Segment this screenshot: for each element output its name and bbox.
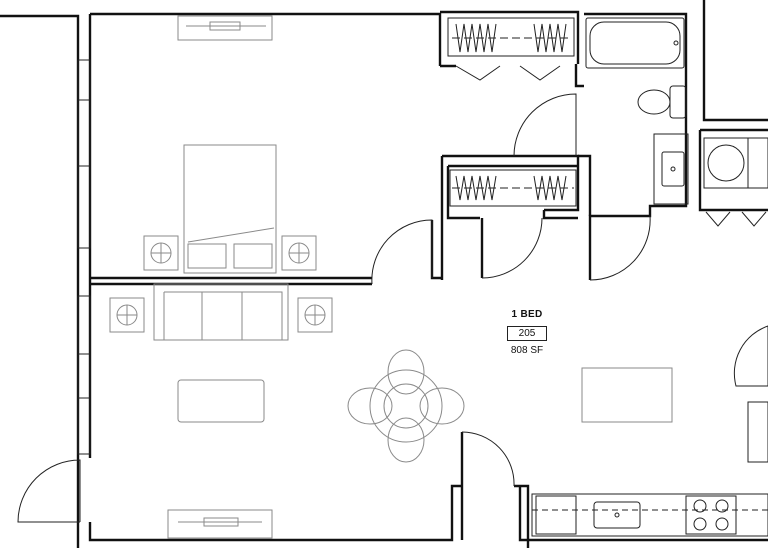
closet1-shelf (447, 17, 575, 57)
laundry (703, 137, 768, 189)
kitchen-back-wall (518, 486, 768, 542)
closets (447, 17, 577, 207)
hall-closet-door[interactable] (481, 217, 543, 279)
unit-left-wall-lower (88, 484, 462, 542)
burner-1 (693, 499, 707, 513)
window-2 (77, 99, 91, 167)
closet2-hangers (455, 175, 567, 201)
closet1-hangers (455, 23, 567, 53)
bathtub (585, 17, 685, 69)
window-1 (77, 59, 91, 101)
side-lamp-right-cross (305, 305, 325, 325)
dishwasher (535, 495, 577, 535)
sink-drain (670, 166, 676, 172)
lamp-right-cross (289, 243, 309, 263)
chair-top (387, 349, 425, 395)
living-furniture (109, 283, 333, 539)
window-3 (77, 165, 91, 249)
pillow-right (233, 243, 273, 269)
closet2-shelf (449, 169, 577, 207)
dryer (747, 137, 768, 189)
unit-type: 1 BED (511, 309, 543, 320)
side-table-right (297, 297, 333, 333)
side-lamp-left-cross (117, 305, 137, 325)
unit-label: 1 BED 205 808 SF (487, 309, 567, 356)
pillow-left (187, 243, 227, 269)
toilet-bowl (637, 89, 671, 115)
bath-inner-wall (578, 154, 592, 216)
side-table-left (109, 297, 145, 333)
bedroom-right-wall (430, 220, 442, 280)
chair-right (419, 387, 465, 425)
vestibule-door[interactable] (461, 431, 515, 487)
bedroom-door[interactable] (371, 219, 433, 285)
right-room-door[interactable] (705, 211, 767, 227)
sink (661, 151, 685, 187)
coffee-table (177, 379, 265, 423)
bathroom (585, 17, 689, 205)
living-tv (167, 509, 273, 539)
bedroom-furniture (143, 15, 317, 274)
range (685, 495, 737, 535)
kitchen-counter (531, 493, 768, 537)
closet1-door-left[interactable] (455, 65, 501, 81)
bed-sheet-fold (187, 227, 275, 243)
burner-2 (715, 499, 729, 513)
burner-3 (693, 517, 707, 531)
sofa (153, 283, 289, 341)
nightstand-left (143, 235, 179, 271)
windows (77, 59, 91, 455)
kitchen-sink-drain (614, 512, 620, 518)
fridge (747, 401, 768, 463)
nightstand-right (281, 235, 317, 271)
kitchen-sink (593, 501, 641, 529)
burner-4 (715, 517, 729, 531)
bed (183, 144, 277, 274)
closet1-door-right[interactable] (519, 65, 561, 81)
doors (17, 65, 768, 523)
sofa-cushions (163, 291, 283, 340)
bathtub-inner (589, 21, 681, 65)
window-6 (77, 397, 91, 455)
toilet-tank (669, 85, 687, 119)
kitchen-island (581, 367, 673, 423)
unit-number-box: 205 (507, 326, 547, 341)
closet2-walls (440, 156, 578, 280)
closet-door-jamb (542, 210, 578, 220)
unit-area: 808 SF (510, 345, 544, 356)
tub-drain (673, 40, 679, 46)
dining-set (347, 349, 465, 463)
window-5 (77, 353, 91, 399)
chair-bottom (387, 417, 425, 463)
dining-table-inner (383, 383, 429, 429)
lamp-left-cross (151, 243, 171, 263)
bath-door[interactable] (513, 93, 577, 157)
kitchen (531, 367, 768, 537)
dining-table (369, 369, 443, 443)
unit-top-wall (90, 12, 442, 66)
right-mid-wall (698, 128, 768, 212)
washer-drum (707, 144, 745, 182)
kitchen-left-jamb (514, 484, 530, 548)
vanity (653, 133, 689, 205)
entry-door[interactable] (17, 459, 81, 523)
chair-left (347, 387, 393, 425)
bath-walls (584, 12, 688, 280)
right-upper-wall (702, 0, 768, 122)
closet1-walls (440, 10, 584, 88)
left-corridor-wall (0, 14, 80, 548)
bedroom-tv (177, 15, 273, 41)
linen-door[interactable] (589, 215, 651, 281)
right-closet-door[interactable] (733, 325, 768, 387)
window-4 (77, 295, 91, 355)
hall-wall (442, 154, 580, 212)
